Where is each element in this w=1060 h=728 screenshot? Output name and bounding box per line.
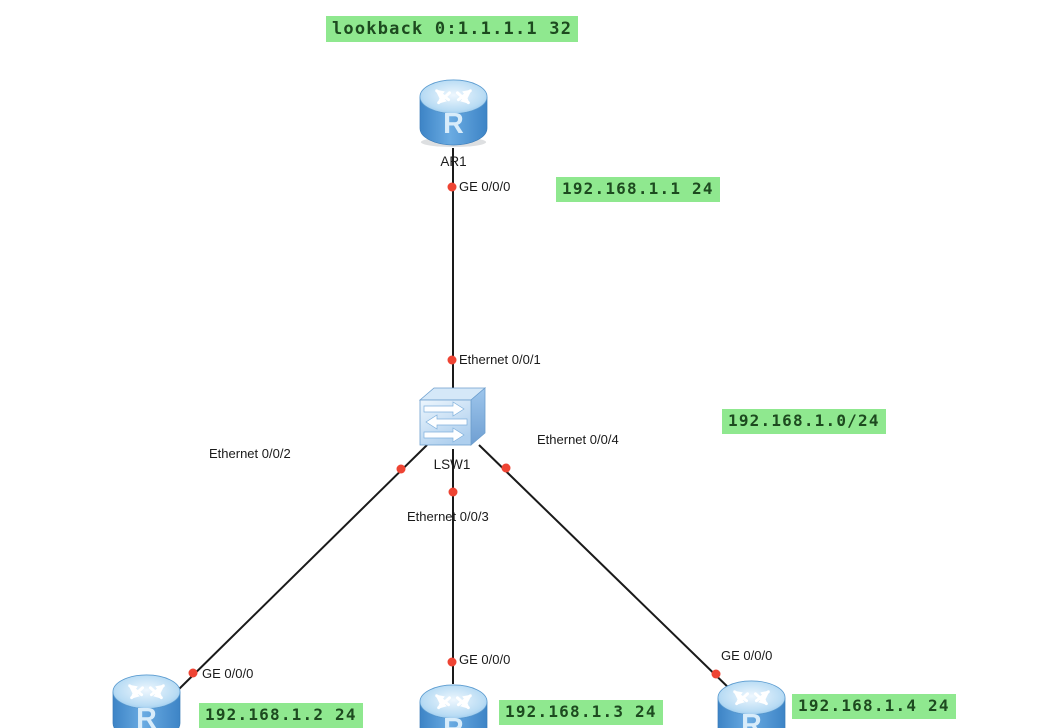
port-dot-lsw1-eth001 [447, 355, 457, 365]
router-icon [416, 681, 491, 728]
switch-icon [417, 387, 487, 449]
port-dot-lsw1-eth002 [396, 464, 406, 474]
port-dot-router2-ge000 [188, 668, 198, 678]
interface-label-lsw1-eth001: Ethernet 0/0/1 [459, 352, 541, 367]
port-dot-lsw1-eth003 [448, 487, 458, 497]
link-lsw1-router2[interactable] [175, 444, 428, 693]
port-dot-router4-ge000 [711, 669, 721, 679]
device-name-ar1: AR1 [440, 154, 467, 169]
annotation-ip-ar1[interactable]: 192.168.1.1 24 [556, 177, 720, 202]
annotation-ip-router2[interactable]: 192.168.1.2 24 [199, 703, 363, 728]
annotation-loopback[interactable]: lookback 0:1.1.1.1 32 [326, 16, 579, 43]
router-icon [714, 677, 789, 728]
annotation-ip-router3[interactable]: 192.168.1.3 24 [499, 700, 663, 725]
interface-label-router2-ge000: GE 0/0/0 [202, 666, 254, 681]
port-dot-lsw1-eth004 [501, 463, 511, 473]
router-icon [109, 671, 184, 728]
device-router2[interactable] [109, 671, 184, 728]
device-name-lsw1: LSW1 [433, 457, 471, 472]
device-router3[interactable] [416, 681, 491, 728]
interface-label-ar1-ge000: GE 0/0/0 [459, 179, 511, 194]
device-lsw1[interactable] [417, 387, 487, 449]
router-icon [416, 76, 491, 149]
port-dot-ar1-ge000 [447, 182, 457, 192]
interface-label-lsw1-eth004: Ethernet 0/0/4 [537, 432, 619, 447]
link-lsw1-router4[interactable] [478, 444, 735, 694]
port-dot-router3-ge000 [447, 657, 457, 667]
device-router4[interactable] [714, 677, 789, 728]
interface-label-router4-ge000: GE 0/0/0 [721, 648, 773, 663]
annotation-network[interactable]: 192.168.1.0/24 [722, 409, 886, 434]
interface-label-lsw1-eth003: Ethernet 0/0/3 [407, 509, 489, 524]
interface-label-router3-ge000: GE 0/0/0 [459, 652, 511, 667]
annotation-ip-router4[interactable]: 192.168.1.4 24 [792, 694, 956, 719]
interface-label-lsw1-eth002: Ethernet 0/0/2 [209, 446, 291, 461]
device-ar1[interactable] [416, 76, 491, 149]
